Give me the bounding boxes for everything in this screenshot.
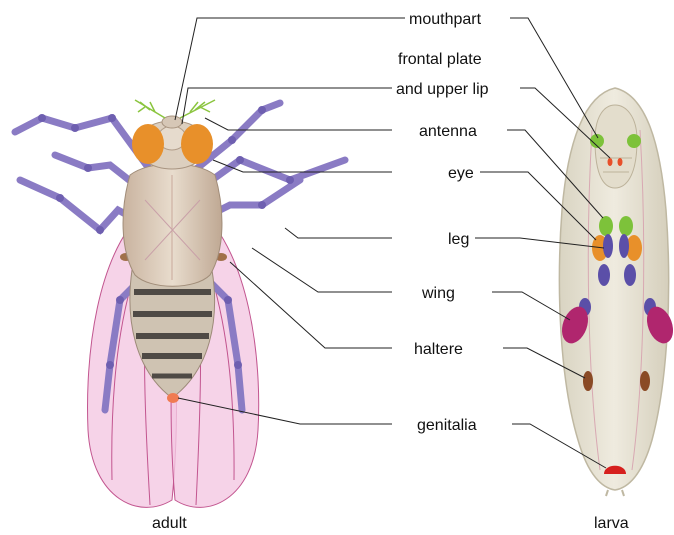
label-haltere: haltere <box>414 341 463 358</box>
leg-disc-2-right <box>624 264 636 286</box>
label-leg: leg <box>448 231 469 248</box>
adult-eye-right <box>181 124 213 164</box>
haltere-disc-left <box>583 371 593 391</box>
adult-fly <box>15 100 345 507</box>
mouthpart-disc-right <box>627 134 641 148</box>
antenna-disc-left <box>599 216 613 236</box>
frontal-plate-disc-right <box>618 158 623 166</box>
haltere-disc-right <box>640 371 650 391</box>
adult-eye-left <box>132 124 164 164</box>
larva <box>557 88 674 496</box>
label-mouthpart: mouthpart <box>409 11 482 28</box>
label-frontal-plate-line1: frontal plate <box>398 51 482 68</box>
label-wing: wing <box>421 285 455 302</box>
label-genitalia: genitalia <box>417 417 477 434</box>
leg-disc-1-right <box>619 234 629 258</box>
leg-disc-2-left <box>598 264 610 286</box>
label-eye: eye <box>448 165 474 182</box>
caption-larva: larva <box>594 515 629 532</box>
adult-head <box>132 116 213 169</box>
label-frontal-plate-line2: and upper lip <box>396 81 489 98</box>
leg-disc-1-left <box>603 234 613 258</box>
label-antenna: antenna <box>419 123 477 140</box>
frontal-plate-disc-left <box>608 158 613 166</box>
adult-antennae <box>135 100 215 118</box>
antenna-disc-right <box>619 216 633 236</box>
caption-adult: adult <box>152 515 187 532</box>
adult-genitalia <box>167 393 179 403</box>
